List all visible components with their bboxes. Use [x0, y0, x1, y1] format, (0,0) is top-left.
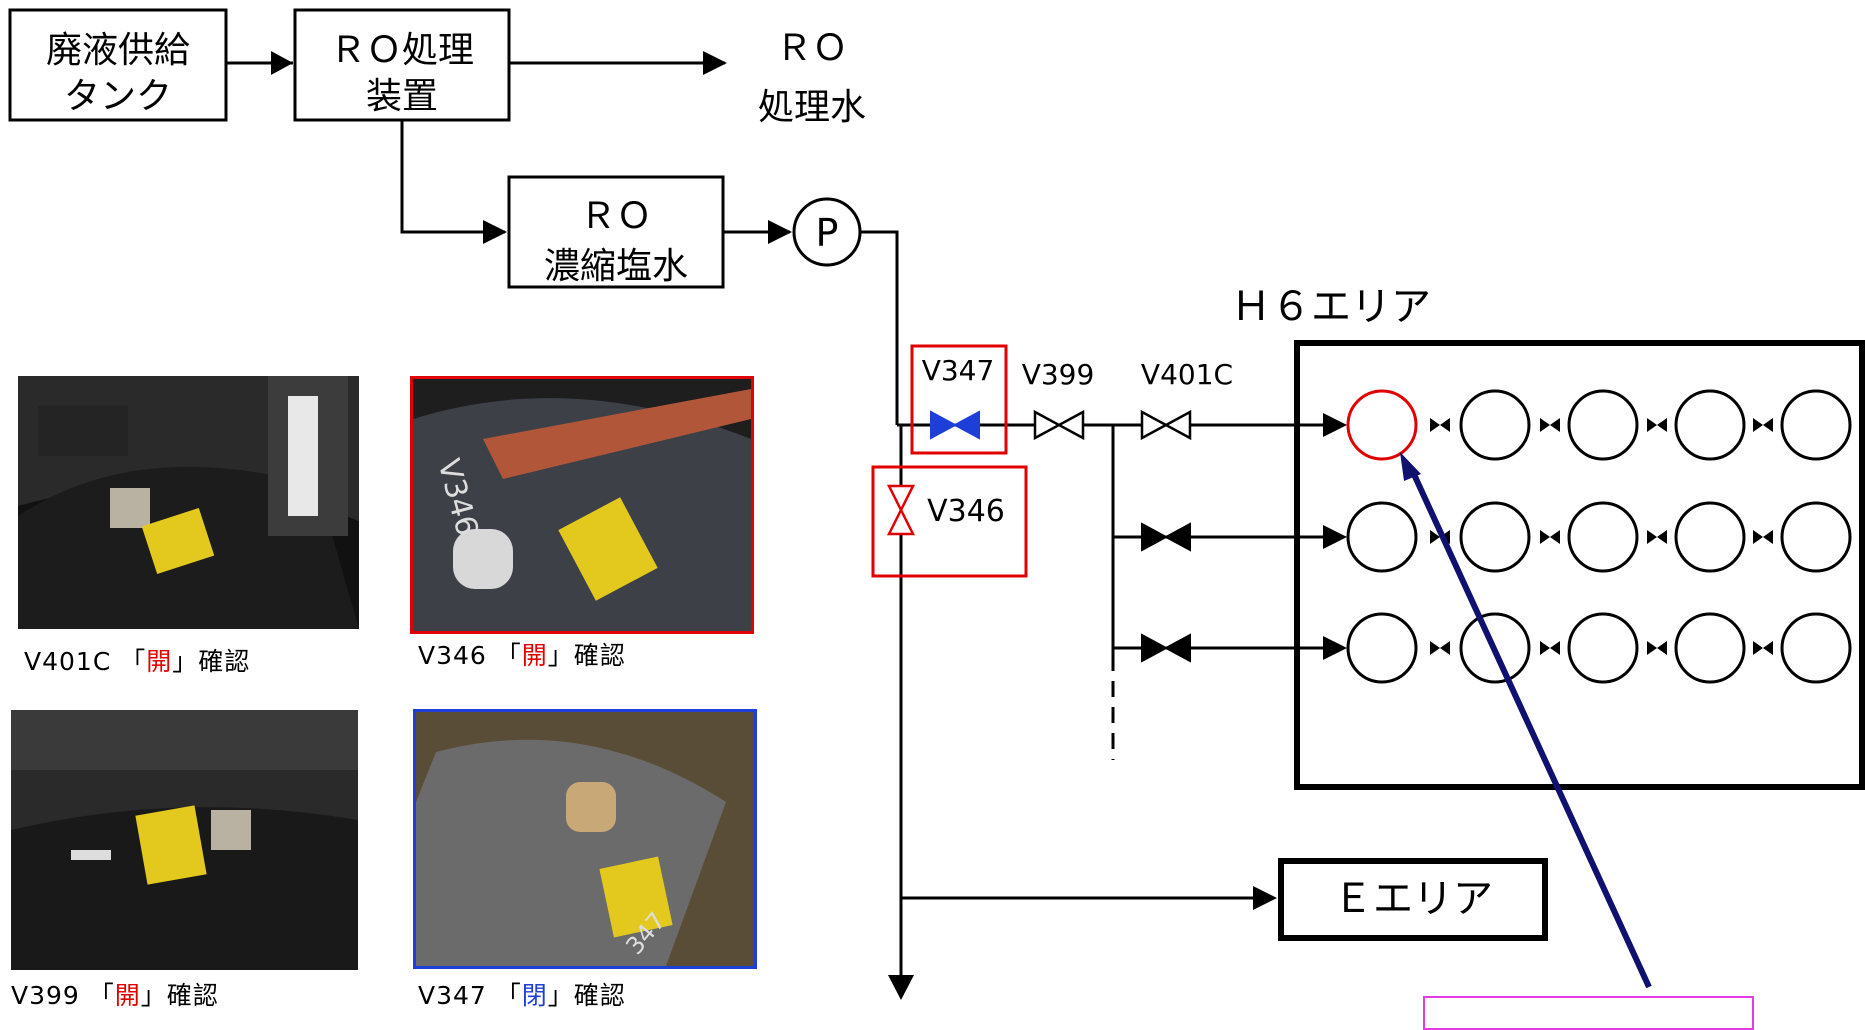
- arrowhead-to-h6: [1323, 413, 1347, 437]
- caption-v346-prefix: V346 「: [418, 641, 522, 670]
- caption-v401c: V401C 「開」確認: [24, 642, 250, 678]
- waste-supply-tank-box: [8, 8, 228, 122]
- brine-label-2: 濃縮塩水: [544, 246, 688, 287]
- caption-v399: V399 「開」確認: [11, 976, 219, 1012]
- inter-tank-valves: [1430, 418, 1773, 655]
- arrowhead-to-ro-water: [703, 51, 727, 75]
- photo-v347: 347: [413, 709, 757, 969]
- tank-connector-valve-icon: [1753, 641, 1773, 655]
- v346-highlight-box: [871, 465, 1028, 578]
- h6-tank: [1567, 389, 1639, 461]
- tank-label-2: タンク: [64, 76, 172, 117]
- v399-label: V399: [1022, 358, 1095, 391]
- arrowhead-to-pump: [768, 220, 792, 244]
- v346-label: V346: [927, 494, 1005, 529]
- h6-tank: [1674, 612, 1746, 684]
- caption-v347: V347 「閉」確認: [418, 976, 626, 1012]
- h6-tank: [1780, 501, 1852, 573]
- tank-connector-valve-icon: [1647, 641, 1667, 655]
- tank-connector-valve-icon: [1647, 418, 1667, 432]
- photo-v346: V346: [410, 376, 754, 634]
- tank-connector-valve-icon: [1540, 641, 1560, 655]
- arrowhead-to-e-area: [1253, 886, 1277, 910]
- caption-v401c-suffix: 」確認: [172, 647, 251, 676]
- caption-v399-suffix: 」確認: [140, 981, 219, 1010]
- caption-v347-suffix: 」確認: [547, 981, 626, 1010]
- photo-v401c: [18, 376, 359, 629]
- h6-area-box: [1294, 340, 1865, 790]
- caption-v347-state: 閉: [521, 981, 548, 1010]
- brine-label-1: ＲＯ: [580, 196, 652, 237]
- ro-unit-label-1: ＲＯ処理: [330, 30, 474, 71]
- v399-valve-open-icon: [1033, 409, 1085, 441]
- e-area-box: [1278, 858, 1548, 941]
- v346-valve-open-icon: [886, 484, 916, 536]
- photo-v399: [11, 710, 358, 970]
- caption-v399-state: 開: [114, 981, 141, 1010]
- arrowhead-row2: [1323, 525, 1347, 549]
- ro-water-label-1: ＲＯ: [776, 28, 848, 69]
- h6-tank-row-3: [1346, 612, 1852, 684]
- caption-v401c-state: 開: [146, 647, 173, 676]
- tank-connector-valve-icon: [1430, 418, 1450, 432]
- arrowhead-down: [888, 975, 914, 1000]
- h6-tank: [1780, 612, 1852, 684]
- arrowhead-to-ro: [271, 51, 293, 75]
- h6-tank: [1567, 501, 1639, 573]
- v401c-valve-open-icon: [1140, 409, 1192, 441]
- pipe-to-brine: [400, 120, 505, 234]
- v347-label: V347: [922, 354, 995, 387]
- h6-tank-highlighted: [1346, 389, 1418, 461]
- tank-label-1: 廃液供給: [46, 30, 190, 71]
- pointer-arrow-line: [1409, 468, 1652, 989]
- h6-tank-row-2: [1346, 501, 1852, 573]
- row2-valve-closed-icon: [1141, 522, 1191, 552]
- pointer-arrowhead: [1400, 452, 1421, 481]
- h6-area-label: Ｈ６エリア: [1231, 284, 1431, 330]
- h6-tank: [1780, 389, 1852, 461]
- v347-valve-closed-icon: [930, 410, 980, 440]
- h6-tank: [1459, 389, 1531, 461]
- arrowhead-row3: [1323, 636, 1347, 660]
- h6-tank: [1459, 501, 1531, 573]
- pump-label: P: [816, 211, 839, 255]
- caption-v347-prefix: V347 「: [418, 981, 522, 1010]
- caption-v346-suffix: 」確認: [547, 641, 626, 670]
- callout-box: [1423, 996, 1754, 1030]
- h6-tank: [1346, 501, 1418, 573]
- v401c-label: V401C: [1141, 358, 1233, 391]
- h6-tank: [1567, 612, 1639, 684]
- tank-connector-valve-icon: [1430, 641, 1450, 655]
- tank-connector-valve-icon: [1540, 530, 1560, 544]
- ro-unit-label-2: 装置: [366, 76, 438, 117]
- tank-connector-valve-icon: [1753, 418, 1773, 432]
- arrowhead-to-brine: [483, 220, 507, 244]
- caption-v401c-prefix: V401C 「: [24, 647, 147, 676]
- ro-brine-box: [507, 175, 725, 289]
- e-area-label: Ｅエリア: [1333, 876, 1493, 922]
- caption-v346-state: 開: [521, 641, 548, 670]
- tank-connector-valve-icon: [1647, 530, 1667, 544]
- caption-v399-prefix: V399 「: [11, 981, 115, 1010]
- tank-connector-valve-icon: [1753, 530, 1773, 544]
- h6-tank: [1674, 389, 1746, 461]
- flow-diagram: 廃液供給 タンク ＲＯ処理 装置 ＲＯ 処理水 ＲＯ 濃縮塩水 P V347 V…: [8, 8, 1865, 1000]
- caption-v346: V346 「開」確認: [418, 636, 626, 672]
- tank-connector-valve-icon: [1540, 418, 1560, 432]
- v347-highlight-box: [910, 344, 1008, 455]
- h6-tank: [1674, 501, 1746, 573]
- row3-valve-closed-icon: [1141, 633, 1191, 663]
- h6-tank: [1346, 612, 1418, 684]
- ro-water-label-2: 処理水: [758, 87, 866, 128]
- pipe-pump-outlet: [860, 230, 899, 425]
- h6-tank-row-1: [1346, 389, 1852, 461]
